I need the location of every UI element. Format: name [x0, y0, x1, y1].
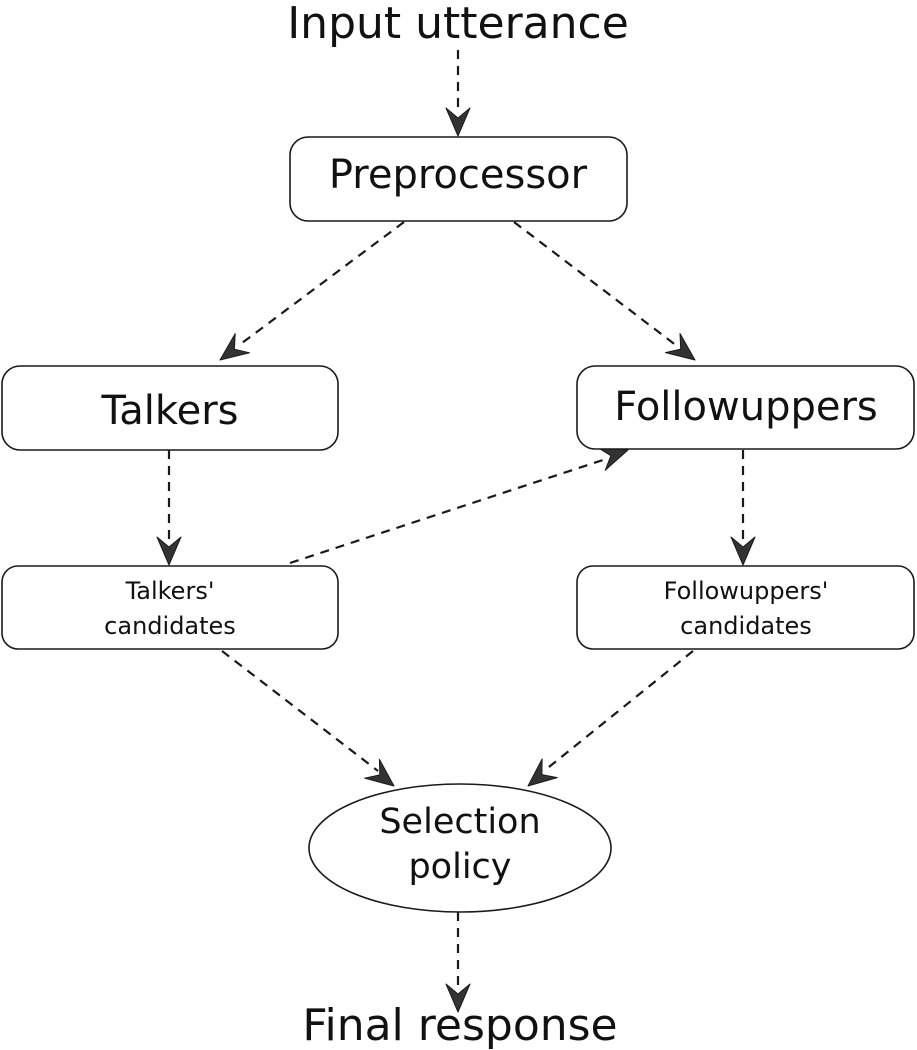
followuppers-candidates-line1: Followuppers' [664, 577, 829, 605]
preprocessor-label: Preprocessor [329, 152, 588, 198]
followuppers-box [576, 365, 915, 450]
edges [167, 50, 745, 990]
followuppers-node: Followuppers [576, 365, 915, 450]
followuppers-label: Followuppers [614, 384, 878, 430]
edge-preprocessor-to-talkers [237, 221, 405, 347]
talkers-candidates-box [1, 565, 339, 650]
arrowhead-to-selection-from-followuppers [527, 758, 558, 787]
talkers-candidates-line1: Talkers' [125, 577, 215, 605]
arrowhead-to-followuppers-candidates [730, 536, 756, 566]
talkers-candidates-node: Talkers' candidates [1, 565, 339, 650]
selection-policy-ellipse [308, 783, 612, 913]
edge-preprocessor-to-followuppers [513, 221, 678, 347]
talkers-box [1, 365, 339, 451]
final-response-label: Final response [302, 1000, 617, 1050]
selection-policy-line2: policy [408, 847, 511, 887]
followuppers-candidates-box [576, 565, 915, 650]
preprocessor-box [289, 136, 628, 222]
followuppers-candidates-line2: candidates [680, 612, 812, 640]
selection-policy-line1: Selection [379, 802, 540, 842]
followuppers-candidates-node: Followuppers' candidates [576, 565, 915, 650]
arrowhead-to-final-response [445, 983, 471, 1013]
preprocessor-node: Preprocessor [289, 136, 628, 222]
talkers-candidates-line2: candidates [104, 612, 236, 640]
arrowhead-to-followuppers-from-talkers-candidates [597, 447, 629, 471]
edge-talkers-candidates-to-selection [221, 650, 379, 772]
talkers-label: Talkers [100, 388, 238, 434]
arrowhead-to-talkers [219, 333, 251, 361]
edge-followuppers-candidates-to-selection [543, 650, 694, 772]
arrowhead-to-preprocessor [445, 107, 471, 137]
arrowhead-to-followuppers [665, 333, 696, 361]
selection-policy-node: Selection policy [308, 783, 612, 913]
edge-talkers-candidates-to-followuppers [289, 458, 604, 565]
arrowhead-to-selection-from-talkers [364, 758, 395, 787]
talkers-node: Talkers [1, 365, 339, 451]
input-utterance-label: Input utterance [287, 0, 629, 49]
arrowhead-to-talkers-candidates [156, 536, 182, 566]
arrowheads [156, 107, 756, 1013]
